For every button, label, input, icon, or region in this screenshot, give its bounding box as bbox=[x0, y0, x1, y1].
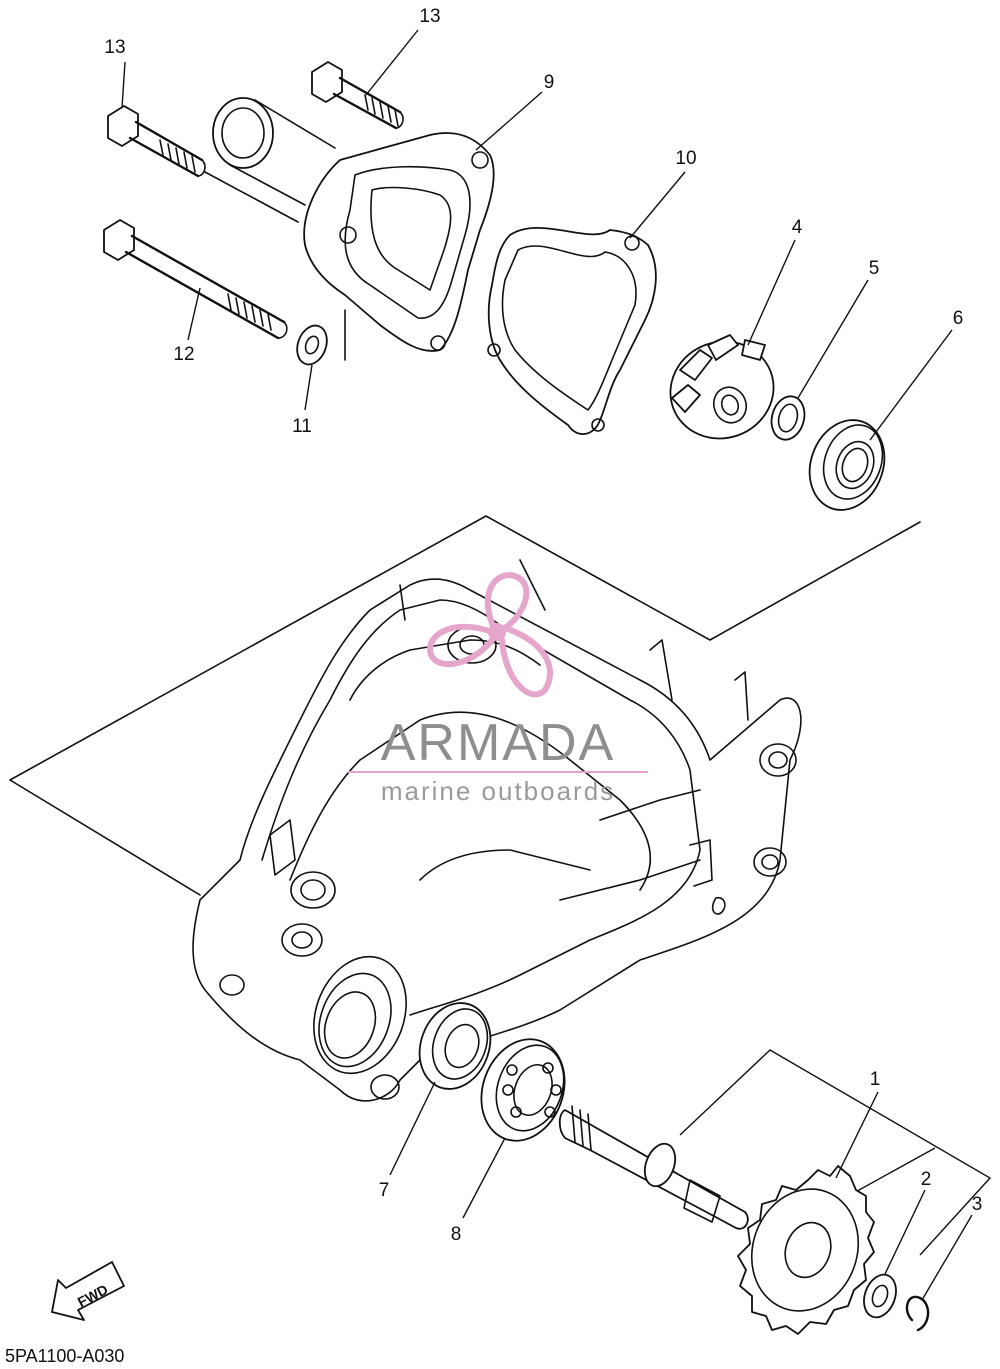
callout-10: 10 bbox=[675, 148, 696, 169]
callout-2: 2 bbox=[921, 1169, 932, 1190]
pump-cover-part bbox=[212, 97, 495, 361]
bearing-7 bbox=[418, 1002, 492, 1090]
impeller-4 bbox=[669, 334, 775, 440]
callout-12: 12 bbox=[173, 344, 194, 365]
seal-5 bbox=[770, 395, 806, 441]
watermark-title: ARMADA bbox=[381, 714, 615, 772]
callout-13-upper: 13 bbox=[419, 6, 440, 27]
gear-1 bbox=[737, 1165, 875, 1335]
armada-watermark: ARMADA marine outboards bbox=[348, 571, 648, 806]
diagram-code: 5PA1100-A030 bbox=[5, 1346, 124, 1366]
circlip-3 bbox=[905, 1295, 930, 1332]
callout-11: 11 bbox=[292, 416, 312, 437]
leader-lines bbox=[121, 29, 973, 1301]
callout-1: 1 bbox=[870, 1069, 881, 1090]
watermark-subtitle: marine outboards bbox=[381, 776, 615, 806]
callout-7: 7 bbox=[379, 1180, 390, 1201]
crankcase-outline bbox=[9, 515, 921, 1102]
propeller-logo-icon bbox=[426, 571, 553, 698]
washer-2 bbox=[863, 1273, 897, 1319]
callout-8: 8 bbox=[451, 1224, 462, 1245]
callout-13-lower: 13 bbox=[104, 37, 125, 58]
pump-shaft bbox=[558, 1105, 749, 1230]
washer-11 bbox=[296, 324, 328, 366]
bolt-13-upper bbox=[311, 61, 404, 130]
bearing-6 bbox=[808, 419, 886, 511]
fwd-arrow-icon: FWD bbox=[51, 1261, 125, 1321]
callout-labels: 1 2 3 4 5 6 7 8 9 10 11 12 13 13 bbox=[104, 6, 982, 1245]
callout-9: 9 bbox=[544, 72, 555, 93]
gasket-10 bbox=[487, 226, 657, 435]
bolt-13-lower bbox=[107, 105, 299, 223]
callout-5: 5 bbox=[869, 258, 880, 279]
callout-3: 3 bbox=[972, 1194, 983, 1215]
callout-6: 6 bbox=[953, 308, 964, 329]
callout-4: 4 bbox=[792, 217, 803, 238]
bolt-12 bbox=[103, 219, 288, 340]
